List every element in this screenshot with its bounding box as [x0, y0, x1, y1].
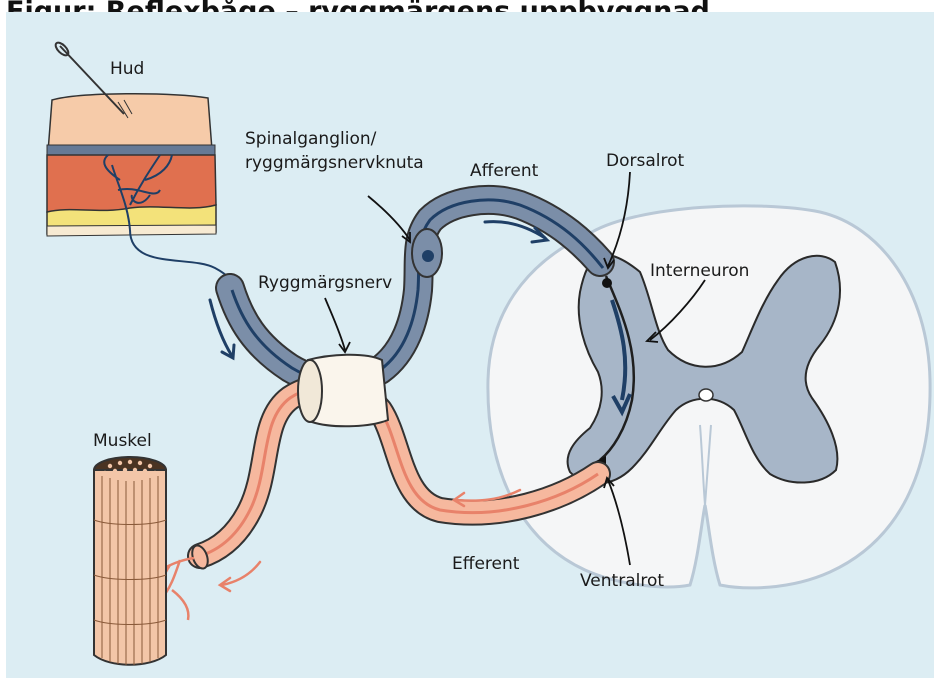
- label-ventralrot: Ventralrot: [580, 571, 664, 591]
- muscle-bundle: [94, 457, 166, 665]
- label-interneuron: Interneuron: [650, 261, 749, 281]
- label-muskel: Muskel: [93, 431, 152, 451]
- label-spinalganglion-2: ryggmärgsnervknuta: [245, 153, 424, 173]
- nerve-cuff-edge: [298, 360, 322, 422]
- label-afferent: Afferent: [470, 161, 539, 181]
- label-ryggmargsnerv: Ryggmärgsnerv: [258, 273, 392, 293]
- central-canal: [699, 389, 713, 401]
- skin-block: [47, 94, 216, 236]
- skin-basal-layer: [47, 145, 215, 155]
- muscle-body: [94, 470, 166, 665]
- label-hud: Hud: [110, 59, 144, 79]
- label-efferent: Efferent: [452, 554, 520, 574]
- ganglion-cell-body: [422, 250, 434, 262]
- label-spinalganglion-1: Spinalganglion/: [245, 129, 377, 149]
- dorsal-root-synapse: [602, 278, 612, 288]
- skin-epidermis: [48, 94, 212, 152]
- skin-bottom-layer: [47, 225, 216, 236]
- label-dorsalrot: Dorsalrot: [606, 151, 684, 171]
